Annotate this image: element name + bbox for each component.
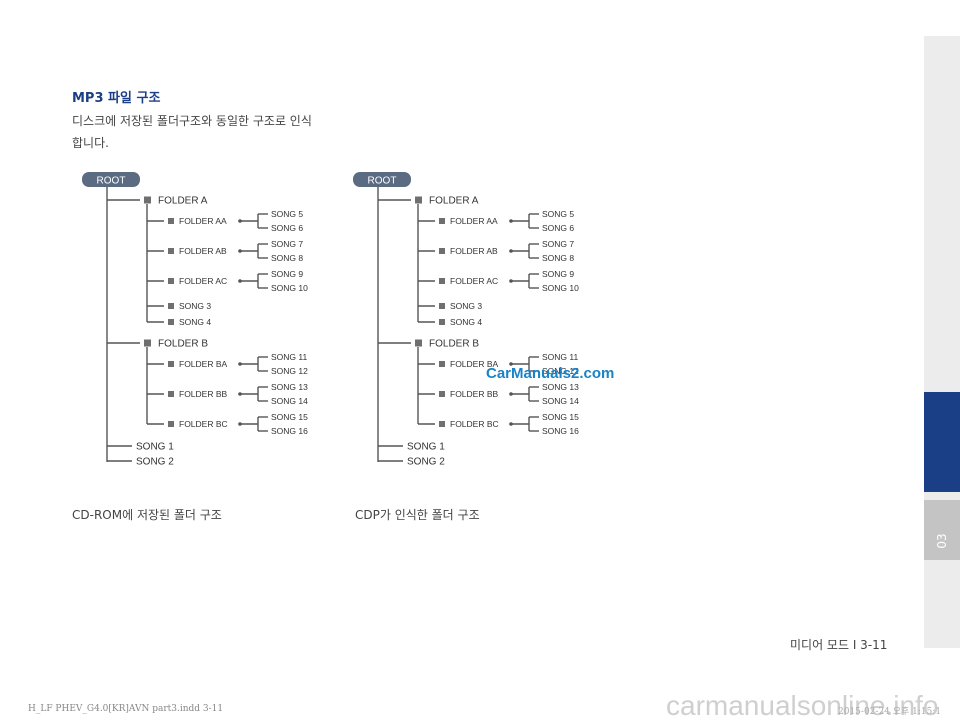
folder-tree-diagram-cdrom: ROOT FOLDER A FOLDER AA SONG 5 SONG 6 FOLDER …: [82, 172, 308, 468]
folder-label: FOLDER A: [429, 196, 479, 207]
subfolder-label: FOLDER BB: [179, 389, 228, 399]
folder-node-icon: [168, 421, 174, 427]
side-tab-chapter: [924, 500, 960, 560]
folder-label: FOLDER B: [429, 339, 479, 350]
folder-node-icon: [439, 319, 445, 325]
folder-node-icon: [144, 196, 151, 204]
song-label: SONG 10: [271, 283, 308, 293]
page-number: 미디어 모드 I 3-11: [790, 638, 888, 652]
subfolder-label: FOLDER AA: [450, 216, 498, 226]
subfolder-label: FOLDER AC: [450, 276, 498, 286]
folder-node-icon: [439, 278, 445, 284]
song-label: SONG 15: [271, 412, 308, 422]
caption-cdrom: CD-ROM에 저장된 폴더 구조: [72, 508, 222, 522]
folder-node-icon: [439, 303, 445, 309]
subfolder-label: FOLDER BB: [450, 389, 499, 399]
song-label: SONG 2: [136, 457, 174, 468]
folder-node-icon: [415, 196, 422, 204]
song-label: SONG 3: [179, 301, 211, 311]
folder-node-icon: [168, 319, 174, 325]
song-label: SONG 6: [542, 223, 574, 233]
song-label: SONG 4: [179, 317, 211, 327]
watermark-middle: CarManuals2.com: [486, 365, 615, 382]
caption-cdp: CDP가 인식한 폴더 구조: [355, 508, 480, 522]
song-label: SONG 1: [407, 442, 445, 453]
subfolder-label: FOLDER BC: [179, 419, 228, 429]
print-file-name: H_LF PHEV_G4.0[KR]AVN part3.indd 3-11: [28, 704, 224, 714]
subfolder-label: FOLDER AC: [179, 276, 227, 286]
folder-node-icon: [415, 339, 422, 347]
folder-tree-diagram-cdp: ROOT FOLDER A FOLDER AA SONG 5 SONG 6 FOLDER …: [353, 172, 579, 468]
folder-node-icon: [439, 218, 445, 224]
song-label: SONG 16: [542, 426, 579, 436]
song-label: SONG 5: [542, 209, 574, 219]
side-tab-active: [924, 392, 960, 492]
subfolder-label: FOLDER AB: [450, 246, 498, 256]
folder-node-icon: [168, 248, 174, 254]
folder-node-icon: [168, 278, 174, 284]
description-paragraph: 디스크에 저장된 폴더구조와 동일한 구조로 인식 합니다.: [72, 110, 332, 154]
folder-node-icon: [168, 391, 174, 397]
root-node: [82, 172, 140, 187]
root-label: ROOT: [97, 176, 126, 187]
folder-label: FOLDER A: [158, 196, 208, 207]
folder-node-icon: [439, 248, 445, 254]
subfolder-label: FOLDER AA: [179, 216, 227, 226]
folder-node-icon: [168, 303, 174, 309]
song-label: SONG 14: [271, 396, 308, 406]
root-label: ROOT: [368, 176, 397, 187]
section-heading: MP3 파일 구조: [72, 91, 161, 106]
folder-node-icon: [168, 218, 174, 224]
song-label: SONG 12: [542, 366, 579, 376]
song-label: SONG 13: [271, 382, 308, 392]
folder-node-icon: [168, 361, 174, 367]
song-label: SONG 8: [542, 253, 574, 263]
root-node: [353, 172, 411, 187]
song-label: SONG 16: [271, 426, 308, 436]
song-label: SONG 7: [542, 239, 574, 249]
subfolder-label: FOLDER BA: [450, 359, 499, 369]
song-label: SONG 15: [542, 412, 579, 422]
song-label: SONG 3: [450, 301, 482, 311]
song-label: SONG 5: [271, 209, 303, 219]
description-line-2: 합니다.: [72, 136, 109, 150]
song-label: SONG 7: [271, 239, 303, 249]
song-label: SONG 6: [271, 223, 303, 233]
song-label: SONG 2: [407, 457, 445, 468]
song-label: SONG 11: [542, 352, 578, 362]
subfolder-label: FOLDER AB: [179, 246, 227, 256]
song-label: SONG 13: [542, 382, 579, 392]
subfolder-label: FOLDER BC: [450, 419, 499, 429]
folder-node-icon: [439, 361, 445, 367]
song-label: SONG 12: [271, 366, 308, 376]
song-label: SONG 4: [450, 317, 482, 327]
song-label: SONG 1: [136, 442, 174, 453]
watermark-bottom: carmanualsonline.info: [666, 690, 939, 721]
song-label: SONG 14: [542, 396, 579, 406]
chapter-number: 03: [935, 533, 949, 549]
folder-node-icon: [439, 391, 445, 397]
song-label: SONG 10: [542, 283, 579, 293]
folder-node-icon: [439, 421, 445, 427]
subfolder-label: FOLDER BA: [179, 359, 228, 369]
description-line-1: 디스크에 저장된 폴더구조와 동일한 구조로 인식: [72, 114, 312, 128]
song-label: SONG 9: [271, 269, 303, 279]
song-label: SONG 8: [271, 253, 303, 263]
folder-node-icon: [144, 339, 151, 347]
song-label: SONG 11: [271, 352, 307, 362]
song-label: SONG 9: [542, 269, 574, 279]
folder-label: FOLDER B: [158, 339, 208, 350]
print-date: 2015-02-24 오후 1:15:1: [838, 707, 942, 717]
